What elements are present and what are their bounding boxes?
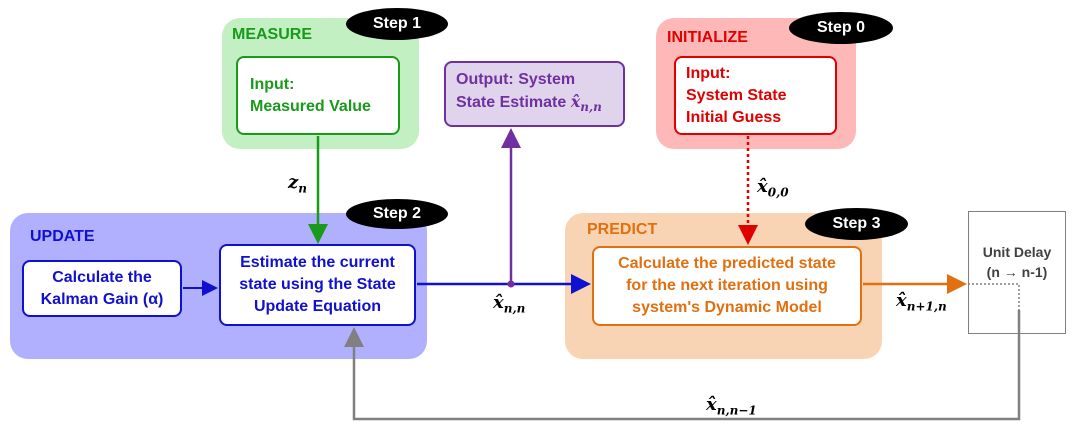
measure-tag: MEASURE xyxy=(232,26,313,43)
step-0-badge: Step 0 xyxy=(789,12,893,44)
state-update-box: Estimate the current state using the Sta… xyxy=(219,244,416,326)
current-estimate-label: x̂n,n xyxy=(493,292,526,316)
branch-point xyxy=(507,280,515,288)
predict-tag: PREDICT xyxy=(587,221,658,238)
output-symbol: x̂n,n xyxy=(570,92,602,115)
delay-internal-path xyxy=(968,283,1020,310)
initial-estimate-label: x̂0,0 xyxy=(757,176,789,200)
unit-delay-box: Unit Delay (n → n-1) xyxy=(968,211,1066,334)
output-label: Output: System State Estimate xyxy=(456,71,576,112)
step-2-badge: Step 2 xyxy=(346,199,448,229)
step-3-badge: Step 3 xyxy=(805,208,908,240)
predicted-estimate-label: x̂n+1,n xyxy=(896,290,947,314)
previous-estimate-label: x̂n,n−1 xyxy=(706,394,757,418)
step-1-badge: Step 1 xyxy=(346,8,448,40)
system-state-estimate-output-box: Output: System State Estimate x̂n,n xyxy=(444,61,625,127)
initialize-tag: INITIALIZE xyxy=(667,29,748,46)
measured-value-input-box: Input: Measured Value xyxy=(236,56,400,135)
predict-state-box: Calculate the predicted state for the ne… xyxy=(592,246,862,326)
measurement-label: zn xyxy=(288,172,307,196)
feedback-loop-arrow xyxy=(344,310,1021,421)
initial-guess-input-box: Input: System State Initial Guess xyxy=(674,56,837,135)
kalman-gain-box: Calculate the Kalman Gain (α) xyxy=(22,260,182,317)
update-tag: UPDATE xyxy=(30,228,95,245)
